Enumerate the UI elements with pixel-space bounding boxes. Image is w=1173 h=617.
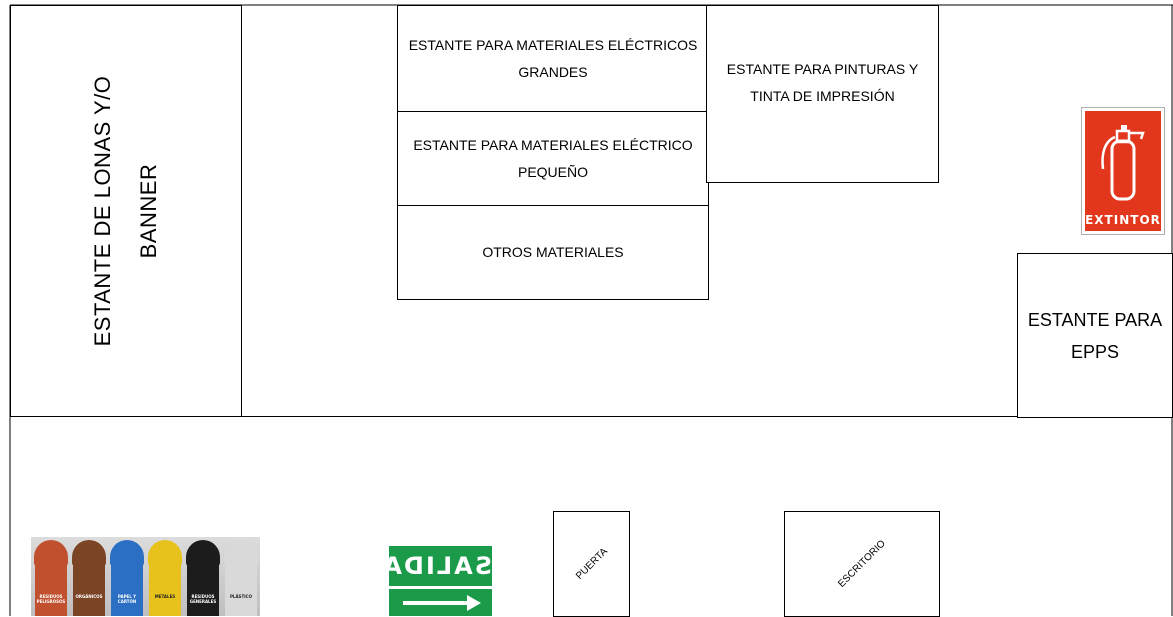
shelf-otros-label: OTROS MATERIALES: [482, 244, 624, 260]
shelf-epps-label: ESTANTE PARA EPPS: [1027, 309, 1163, 362]
bin-lid: [34, 540, 68, 566]
bin-label: PLÁSTICO: [229, 594, 252, 599]
shelf-electricos-grandes: ESTANTE PARA MATERIALES ELÉCTRICOS GRAND…: [397, 5, 709, 112]
bin-label: RESIDUOS GENERALES: [189, 594, 217, 604]
shelf-pinturas-label: ESTANTE PARA PINTURAS Y TINTA DE IMPRESI…: [726, 61, 919, 104]
recycle-bin: RESIDUOS GENERALES: [186, 540, 220, 616]
shelf-lonas-label: ESTANTE DE LONAS Y/O BANNER: [90, 75, 161, 347]
bin-body: ORGÁNICOS: [73, 564, 105, 616]
fire-extinguisher-icon: [1101, 125, 1145, 201]
shelf-electricos-grandes-label: ESTANTE PARA MATERIALES ELÉCTRICOS GRAND…: [408, 36, 698, 80]
shelf-electrico-pequeno: ESTANTE PARA MATERIALES ELÉCTRICO PEQUEÑ…: [397, 111, 709, 206]
bin-body: PAPEL Y CARTÓN: [111, 564, 143, 616]
salida-sign: SALIDA: [381, 546, 492, 616]
extintor-sign-bg: EXTINTOR: [1085, 111, 1161, 231]
shelf-lonas-banner: ESTANTE DE LONAS Y/O BANNER: [10, 5, 242, 417]
bin-body: RESIDUOS PELIGROSOS: [35, 564, 67, 616]
bin-lid: [148, 540, 182, 566]
door-label: PUERTA: [573, 546, 610, 582]
recycle-bin: PLÁSTICO: [224, 540, 258, 616]
recycling-bins: RESIDUOS PELIGROSOS ORGÁNICOS PAPEL Y CART…: [31, 537, 260, 616]
bin-label: RESIDUOS PELIGROSOS: [36, 594, 66, 604]
shelf-epps: ESTANTE PARA EPPS: [1017, 253, 1173, 418]
desk-label: ESCRITORIO: [836, 538, 888, 590]
desk-escritorio: ESCRITORIO: [784, 511, 940, 617]
bin-label: METALES: [154, 594, 176, 599]
arrow-right-icon: [403, 595, 481, 611]
bins-row: RESIDUOS PELIGROSOS ORGÁNICOS PAPEL Y CART…: [34, 540, 258, 616]
shelf-pinturas: ESTANTE PARA PINTURAS Y TINTA DE IMPRESI…: [706, 5, 939, 183]
door-puerta: PUERTA: [553, 511, 630, 617]
bin-label: PAPEL Y CARTÓN: [117, 594, 137, 604]
bin-label: ORGÁNICOS: [75, 594, 103, 599]
wall-line: [10, 416, 1172, 417]
recycle-bin: RESIDUOS PELIGROSOS: [34, 540, 68, 616]
salida-sign-label: SALIDA: [381, 552, 492, 580]
bin-lid: [72, 540, 106, 566]
bin-body: METALES: [149, 564, 181, 616]
bin-lid: [110, 540, 144, 566]
shelf-electrico-pequeno-label: ESTANTE PARA MATERIALES ELÉCTRICO PEQUEÑ…: [413, 136, 693, 180]
bin-body: PLÁSTICO: [225, 564, 257, 616]
bin-body: RESIDUOS GENERALES: [187, 564, 219, 616]
salida-divider: [389, 586, 492, 589]
shelf-otros-materiales: OTROS MATERIALES: [397, 205, 709, 300]
extintor-sign: EXTINTOR: [1081, 107, 1165, 235]
bin-lid: [224, 540, 258, 566]
recycle-bin: ORGÁNICOS: [72, 540, 106, 616]
recycle-bin: PAPEL Y CARTÓN: [110, 540, 144, 616]
recycle-bin: METALES: [148, 540, 182, 616]
extintor-sign-label: EXTINTOR: [1085, 213, 1161, 227]
bin-lid: [186, 540, 220, 566]
